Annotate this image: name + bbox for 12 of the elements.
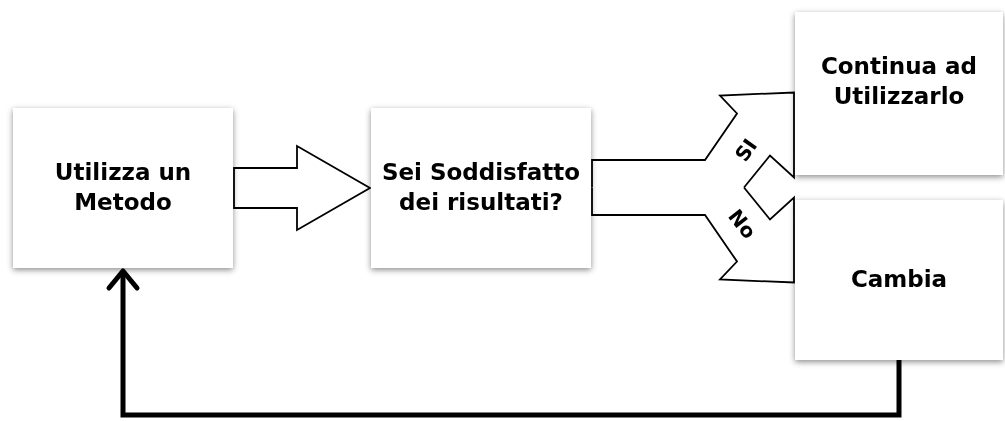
process-box xyxy=(371,108,591,268)
feedback-arrow xyxy=(106,268,902,418)
box-label: Sei Soddisfatto dei risultati? xyxy=(380,158,582,217)
box-label: Cambia xyxy=(850,265,948,295)
block-arrow xyxy=(591,186,795,284)
box-label: Continua ad Utilizzarlo xyxy=(819,52,979,111)
block-arrow xyxy=(233,144,372,232)
box-label: Utilizza un Metodo xyxy=(53,158,193,217)
process-box xyxy=(795,200,1003,360)
process-box xyxy=(795,12,1003,175)
block-arrow xyxy=(591,91,795,189)
process-box xyxy=(13,108,233,268)
